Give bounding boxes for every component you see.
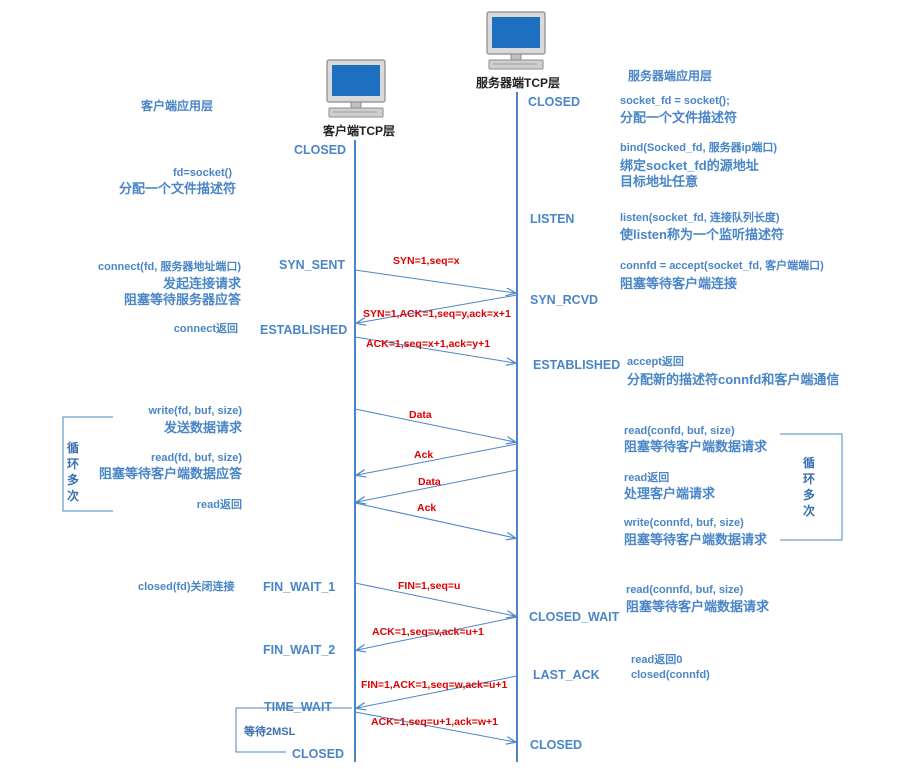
client-note-write-call: write(fd, buf, size) [148, 405, 243, 417]
client-state-closed-bottom: CLOSED [292, 747, 345, 761]
arrow-data-1 [354, 408, 515, 442]
msg-data-2: Data [418, 476, 441, 488]
client-note-connect-desc-1: 发起连接请求 [162, 276, 241, 291]
server-note-listen-call: listen(socket_fd, 连接队列长度) [620, 212, 780, 224]
time-wait-bracket [235, 707, 352, 753]
client-state-fin-wait-1: FIN_WAIT_1 [263, 580, 336, 594]
server-note-bind-desc-2: 目标地址任意 [620, 174, 699, 189]
msg-syn-ack: SYN=1,ACK=1,seq=y,ack=x+1 [363, 308, 511, 320]
server-loop-bracket [780, 433, 843, 541]
server-state-closed-wait: CLOSED_WAIT [529, 610, 620, 624]
client-note-read-desc: 阻塞等待客户端数据应答 [98, 466, 242, 481]
client-note-read-call: read(fd, buf, size) [150, 452, 242, 464]
msg-ack: ACK=1,seq=x+1,ack=y+1 [366, 338, 491, 350]
server-tcp-layer-title: 服务器端TCP层 [476, 76, 561, 90]
msg-ack-2: Ack [417, 502, 437, 514]
msg-ack-1: Ack [414, 449, 434, 461]
msg-last-ack: ACK=1,seq=u+1,ack=w+1 [371, 716, 498, 728]
arrow-ack-1 [357, 443, 518, 475]
server-state-syn-rcvd: SYN_RCVD [530, 293, 599, 307]
server-note-read-return-0: read返回0 [631, 654, 683, 666]
client-note-close: closed(fd)关闭连接 [138, 581, 235, 593]
server-app-layer-title: 服务器端应用层 [628, 69, 713, 83]
client-state-closed-top: CLOSED [294, 143, 347, 157]
server-note-socket-desc: 分配一个文件描述符 [620, 110, 738, 125]
arrow-ack [354, 336, 515, 363]
server-note-write-desc: 阻塞等待客户端数据请求 [624, 532, 768, 547]
server-note-read-return-desc: 处理客户端请求 [624, 486, 716, 501]
msg-fin: FIN=1,seq=u [398, 580, 461, 592]
server-note-listen-desc: 使listen称为一个监听描述符 [620, 227, 784, 242]
client-note-socket-desc: 分配一个文件描述符 [119, 181, 237, 196]
client-app-layer-title: 客户端应用层 [141, 99, 214, 113]
server-note-bind-desc-1: 绑定socket_fd的源地址 [620, 158, 759, 173]
arrow-ack-2 [354, 502, 515, 538]
server-state-established: ESTABLISHED [533, 358, 621, 372]
arrow-syn [354, 269, 515, 293]
client-computer-icon [326, 59, 386, 118]
server-state-listen: LISTEN [530, 212, 575, 226]
server-note-accept-return-desc: 分配新的描述符connfd和客户端通信 [627, 372, 840, 387]
msg-fin-2: FIN=1,ACK=1,seq=w,ack=u+1 [361, 679, 508, 691]
server-note-accept-call: connfd = accept(socket_fd, 客户端端口) [620, 260, 824, 272]
client-loop-label: 循环多次 [66, 441, 79, 503]
server-note-read2-call: read(connfd, buf, size) [626, 584, 744, 596]
server-note-bind-call: bind(Socked_fd, 服务器ip端口) [620, 142, 778, 154]
arrow-fin-ack [357, 616, 518, 650]
server-state-last-ack: LAST_ACK [533, 668, 600, 682]
msg-fin-ack: ACK=1,seq=v,ack=u+1 [372, 626, 484, 638]
client-state-syn-sent: SYN_SENT [279, 258, 345, 272]
server-state-closed-top: CLOSED [528, 95, 581, 109]
server-note-write-call: write(connfd, buf, size) [624, 517, 744, 529]
server-note-read-return: read返回 [624, 472, 670, 484]
client-tcp-layer-title: 客户端TCP层 [323, 124, 396, 138]
arrow-fin-2 [357, 675, 518, 708]
client-note-connect-return: connect返回 [173, 323, 238, 335]
client-note-connect-call: connect(fd, 服务器地址端口) [98, 261, 241, 273]
arrow-fin [354, 582, 515, 616]
server-state-closed-bottom: CLOSED [530, 738, 583, 752]
server-note-accept-return: accept返回 [627, 356, 684, 368]
client-note-write-desc: 发送数据请求 [163, 420, 242, 435]
client-state-established: ESTABLISHED [260, 323, 348, 337]
server-note-close-connfd: closed(connfd) [631, 669, 710, 681]
client-state-fin-wait-2: FIN_WAIT_2 [263, 643, 336, 657]
client-note-connect-desc-2: 阻塞等待服务器应答 [123, 292, 241, 307]
server-loop-label: 循环多次 [802, 456, 815, 518]
server-note-accept-desc: 阻塞等待客户端连接 [620, 276, 738, 291]
msg-syn: SYN=1,seq=x [393, 255, 460, 267]
arrow-syn-ack [357, 294, 518, 323]
client-note-socket-call: fd=socket() [173, 167, 232, 179]
client-loop-bracket [62, 416, 113, 512]
client-state-time-wait: TIME_WAIT [264, 700, 333, 714]
arrow-last-ack [354, 711, 515, 742]
client-note-read-return: read返回 [196, 499, 242, 511]
server-computer-icon [486, 11, 546, 70]
client-note-wait-2msl: 等待2MSL [244, 726, 296, 738]
server-note-read2-desc: 阻塞等待客户端数据请求 [626, 599, 770, 614]
server-note-read-desc: 阻塞等待客户端数据请求 [624, 439, 768, 454]
msg-data-1: Data [409, 409, 432, 421]
server-note-socket-call: socket_fd = socket(); [620, 95, 730, 107]
server-note-read-call: read(confd, buf, size) [624, 425, 735, 437]
arrow-data-2 [357, 469, 518, 502]
